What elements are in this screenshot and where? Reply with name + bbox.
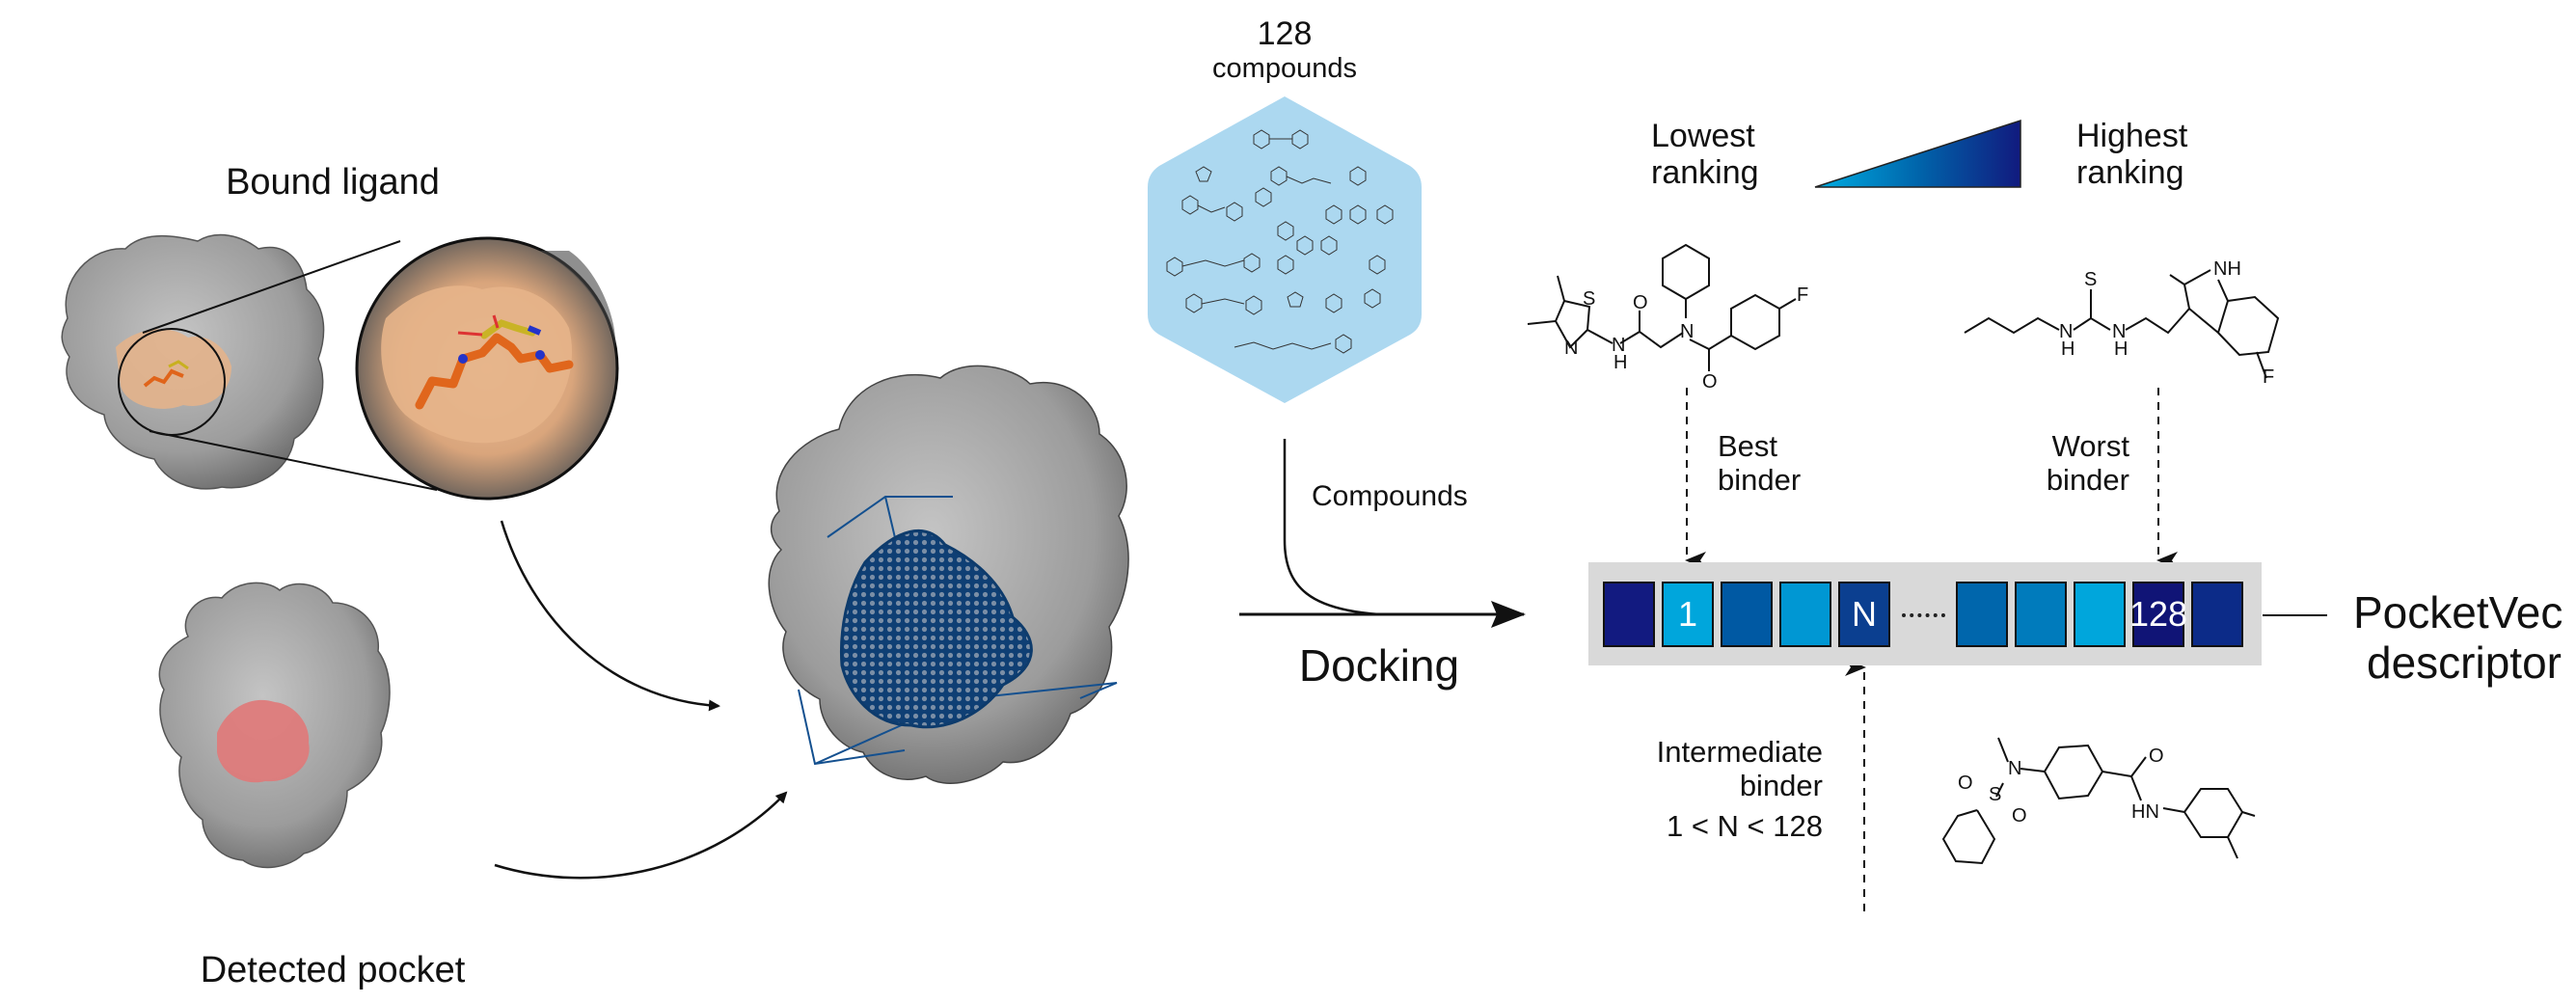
highest-ranking-line2: ranking <box>2076 154 2184 192</box>
ligand-small <box>143 360 189 388</box>
compounds-arrow-label: Compounds <box>1312 480 1468 512</box>
descriptor-line1: PocketVec <box>2353 587 2563 637</box>
highest-ranking-line1: Highest <box>2076 118 2188 154</box>
svg-text:H: H <box>2114 339 2128 360</box>
worst-binder-atoms: S NH NH NHF <box>2059 258 2274 388</box>
svg-text:O: O <box>2012 805 2027 827</box>
vector-cell: 128 <box>2129 582 2187 647</box>
intermediate-binder-molecule <box>1941 737 2256 865</box>
compound-sketches <box>1166 129 1394 354</box>
intermediate-binder-line2: binder <box>1739 768 1823 802</box>
ligand-zoomed <box>415 314 574 410</box>
detected-pocket-protein <box>158 582 391 869</box>
worst-binder-line1: Worst <box>2051 429 2129 463</box>
lowest-ranking-line1: Lowest <box>1651 118 1755 154</box>
compounds-flow-line <box>1283 439 1380 616</box>
intermediate-range: 1 < N < 128 <box>1666 809 1823 844</box>
descriptor-line2: descriptor <box>2367 637 2562 688</box>
vector-cell: 1 <box>1662 582 1714 647</box>
intermediate-binder-label: Intermediate binder 1 < N < 128 <box>1630 735 1823 844</box>
bound-ligand-label: Bound ligand <box>226 162 440 203</box>
best-binder-line1: Best <box>1718 429 1778 463</box>
vector-cell: N <box>1838 582 1890 647</box>
vector-cell <box>1721 582 1773 647</box>
svg-text:O: O <box>1702 371 1718 393</box>
svg-text:NH: NH <box>2213 258 2241 280</box>
compound-library-hexagon <box>1148 96 1422 403</box>
vector-cell <box>1956 582 2008 647</box>
intermediate-binder-atoms: NS O O O HN <box>1958 745 2164 827</box>
descriptor-label: PocketVec descriptor <box>2353 587 2563 688</box>
best-binder-atoms: SN NH ON OF <box>1564 285 1808 393</box>
svg-text:N: N <box>2059 321 2073 342</box>
detected-pocket-label: Detected pocket <box>200 950 466 990</box>
compounds-word: compounds <box>1212 53 1357 84</box>
svg-text:N: N <box>1564 338 1578 359</box>
best-binder-label: Best binder <box>1718 429 1802 497</box>
svg-text:N: N <box>2112 321 2126 342</box>
highest-ranking-label: Highest ranking <box>2076 118 2187 191</box>
svg-text:HN: HN <box>2131 801 2159 823</box>
svg-text:S: S <box>1989 784 2001 805</box>
lowest-ranking-label: Lowest ranking <box>1651 118 1759 191</box>
pocketvec-descriptor-vector: 1 N 128 <box>1588 562 2262 665</box>
vector-cell <box>2015 582 2067 647</box>
arrow-bound-to-docking <box>500 520 720 712</box>
svg-text:N: N <box>1680 321 1694 342</box>
svg-text:O: O <box>1633 292 1648 313</box>
pocket-grid-mesh <box>839 529 1033 729</box>
zoom-line-bottom <box>149 430 438 491</box>
svg-text:O: O <box>1958 773 1973 794</box>
vector-cell <box>1603 582 1655 647</box>
compounds-count: 128 <box>1257 15 1313 52</box>
zoomed-binding-site <box>355 236 619 501</box>
worst-binder-label: Worst binder <box>2025 429 2129 497</box>
bound-ligand-protein <box>61 233 325 490</box>
docking-label: Docking <box>1298 640 1460 691</box>
svg-text:N: N <box>2008 758 2021 779</box>
svg-text:O: O <box>2149 745 2164 767</box>
svg-text:F: F <box>1797 285 1808 306</box>
svg-text:H: H <box>1613 352 1627 373</box>
worst-binder-line2: binder <box>2046 462 2129 497</box>
best-binder-line2: binder <box>1718 462 1802 497</box>
vector-cell <box>2191 582 2243 647</box>
best-binder-molecule <box>1527 243 1797 371</box>
vector-ellipsis <box>1902 613 1945 617</box>
intermediate-binder-line1: Intermediate <box>1656 735 1823 769</box>
worst-binder-molecule <box>1964 269 2280 379</box>
svg-text:N: N <box>1612 335 1625 356</box>
zoom-line-top <box>142 240 401 334</box>
svg-text:F: F <box>2263 366 2274 388</box>
lowest-ranking-line2: ranking <box>1651 154 1759 192</box>
ranking-gradient-triangle <box>1814 119 2021 188</box>
vector-cell <box>2074 582 2126 647</box>
arrow-pocket-to-docking <box>494 791 788 880</box>
svg-text:S: S <box>1583 288 1595 310</box>
vector-cell <box>1779 582 1831 647</box>
svg-text:H: H <box>2061 339 2074 360</box>
svg-text:S: S <box>2084 269 2097 290</box>
pocket-highlight <box>217 699 310 783</box>
